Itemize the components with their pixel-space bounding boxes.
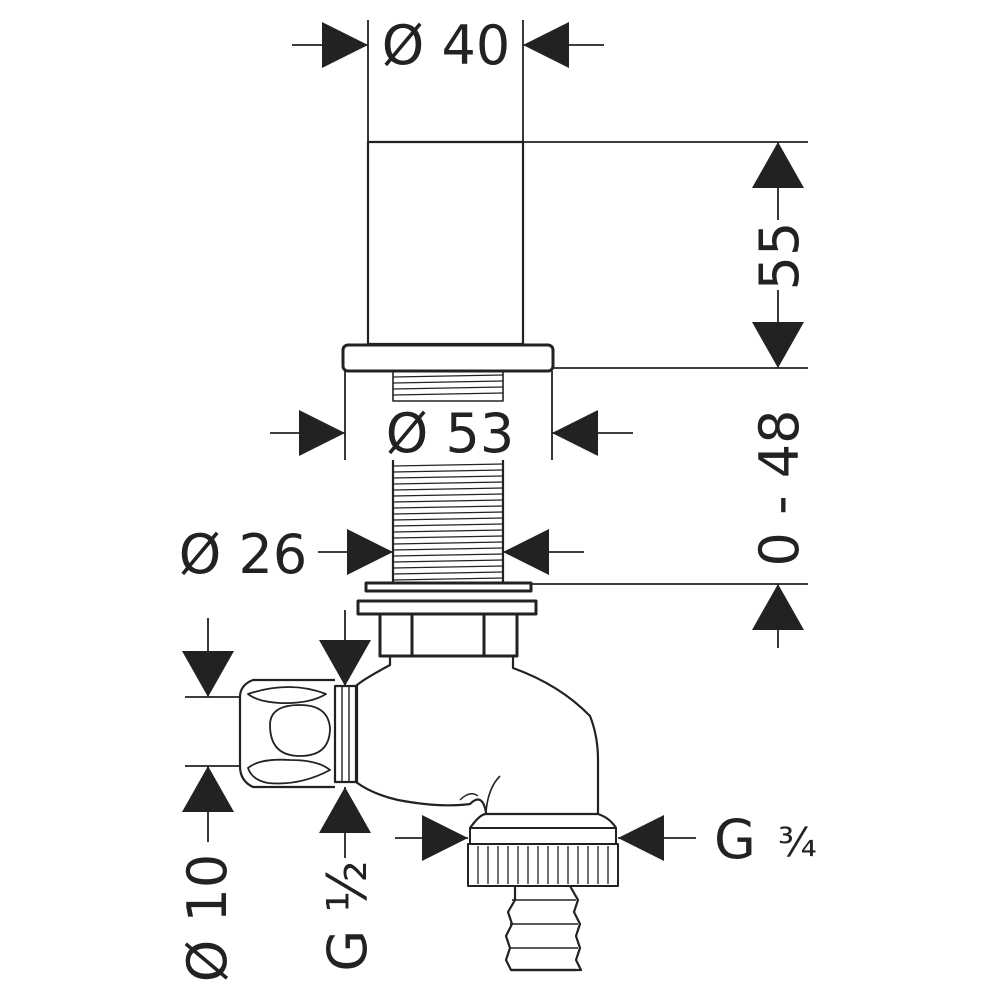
elbow-body	[354, 656, 600, 815]
inlet-threaded-ring	[333, 684, 359, 784]
threaded-shank	[391, 370, 505, 583]
hose-barb	[504, 885, 583, 972]
height-label: 55	[748, 222, 811, 291]
dimension-arrows	[182, 22, 804, 861]
extension-lines	[185, 20, 808, 767]
hex-nut	[378, 612, 519, 658]
hose-diameter-label: Ø 10	[176, 854, 239, 982]
thread-diameter-label: Ø 26	[179, 523, 307, 586]
flange-diameter-label: Ø 53	[386, 402, 514, 465]
inlet-thread-label: G ½	[316, 860, 379, 971]
flange	[341, 343, 555, 373]
outlet-thread-label: G	[714, 808, 756, 871]
washer	[356, 581, 538, 616]
top-diameter-label: Ø 40	[382, 14, 510, 77]
adjust-range-label: 0 - 48	[748, 410, 811, 567]
outlet-thread-fraction: ¾	[778, 820, 817, 866]
hose-nut	[238, 678, 335, 789]
outlet-union-nut	[467, 812, 619, 887]
cap-body	[366, 140, 525, 346]
